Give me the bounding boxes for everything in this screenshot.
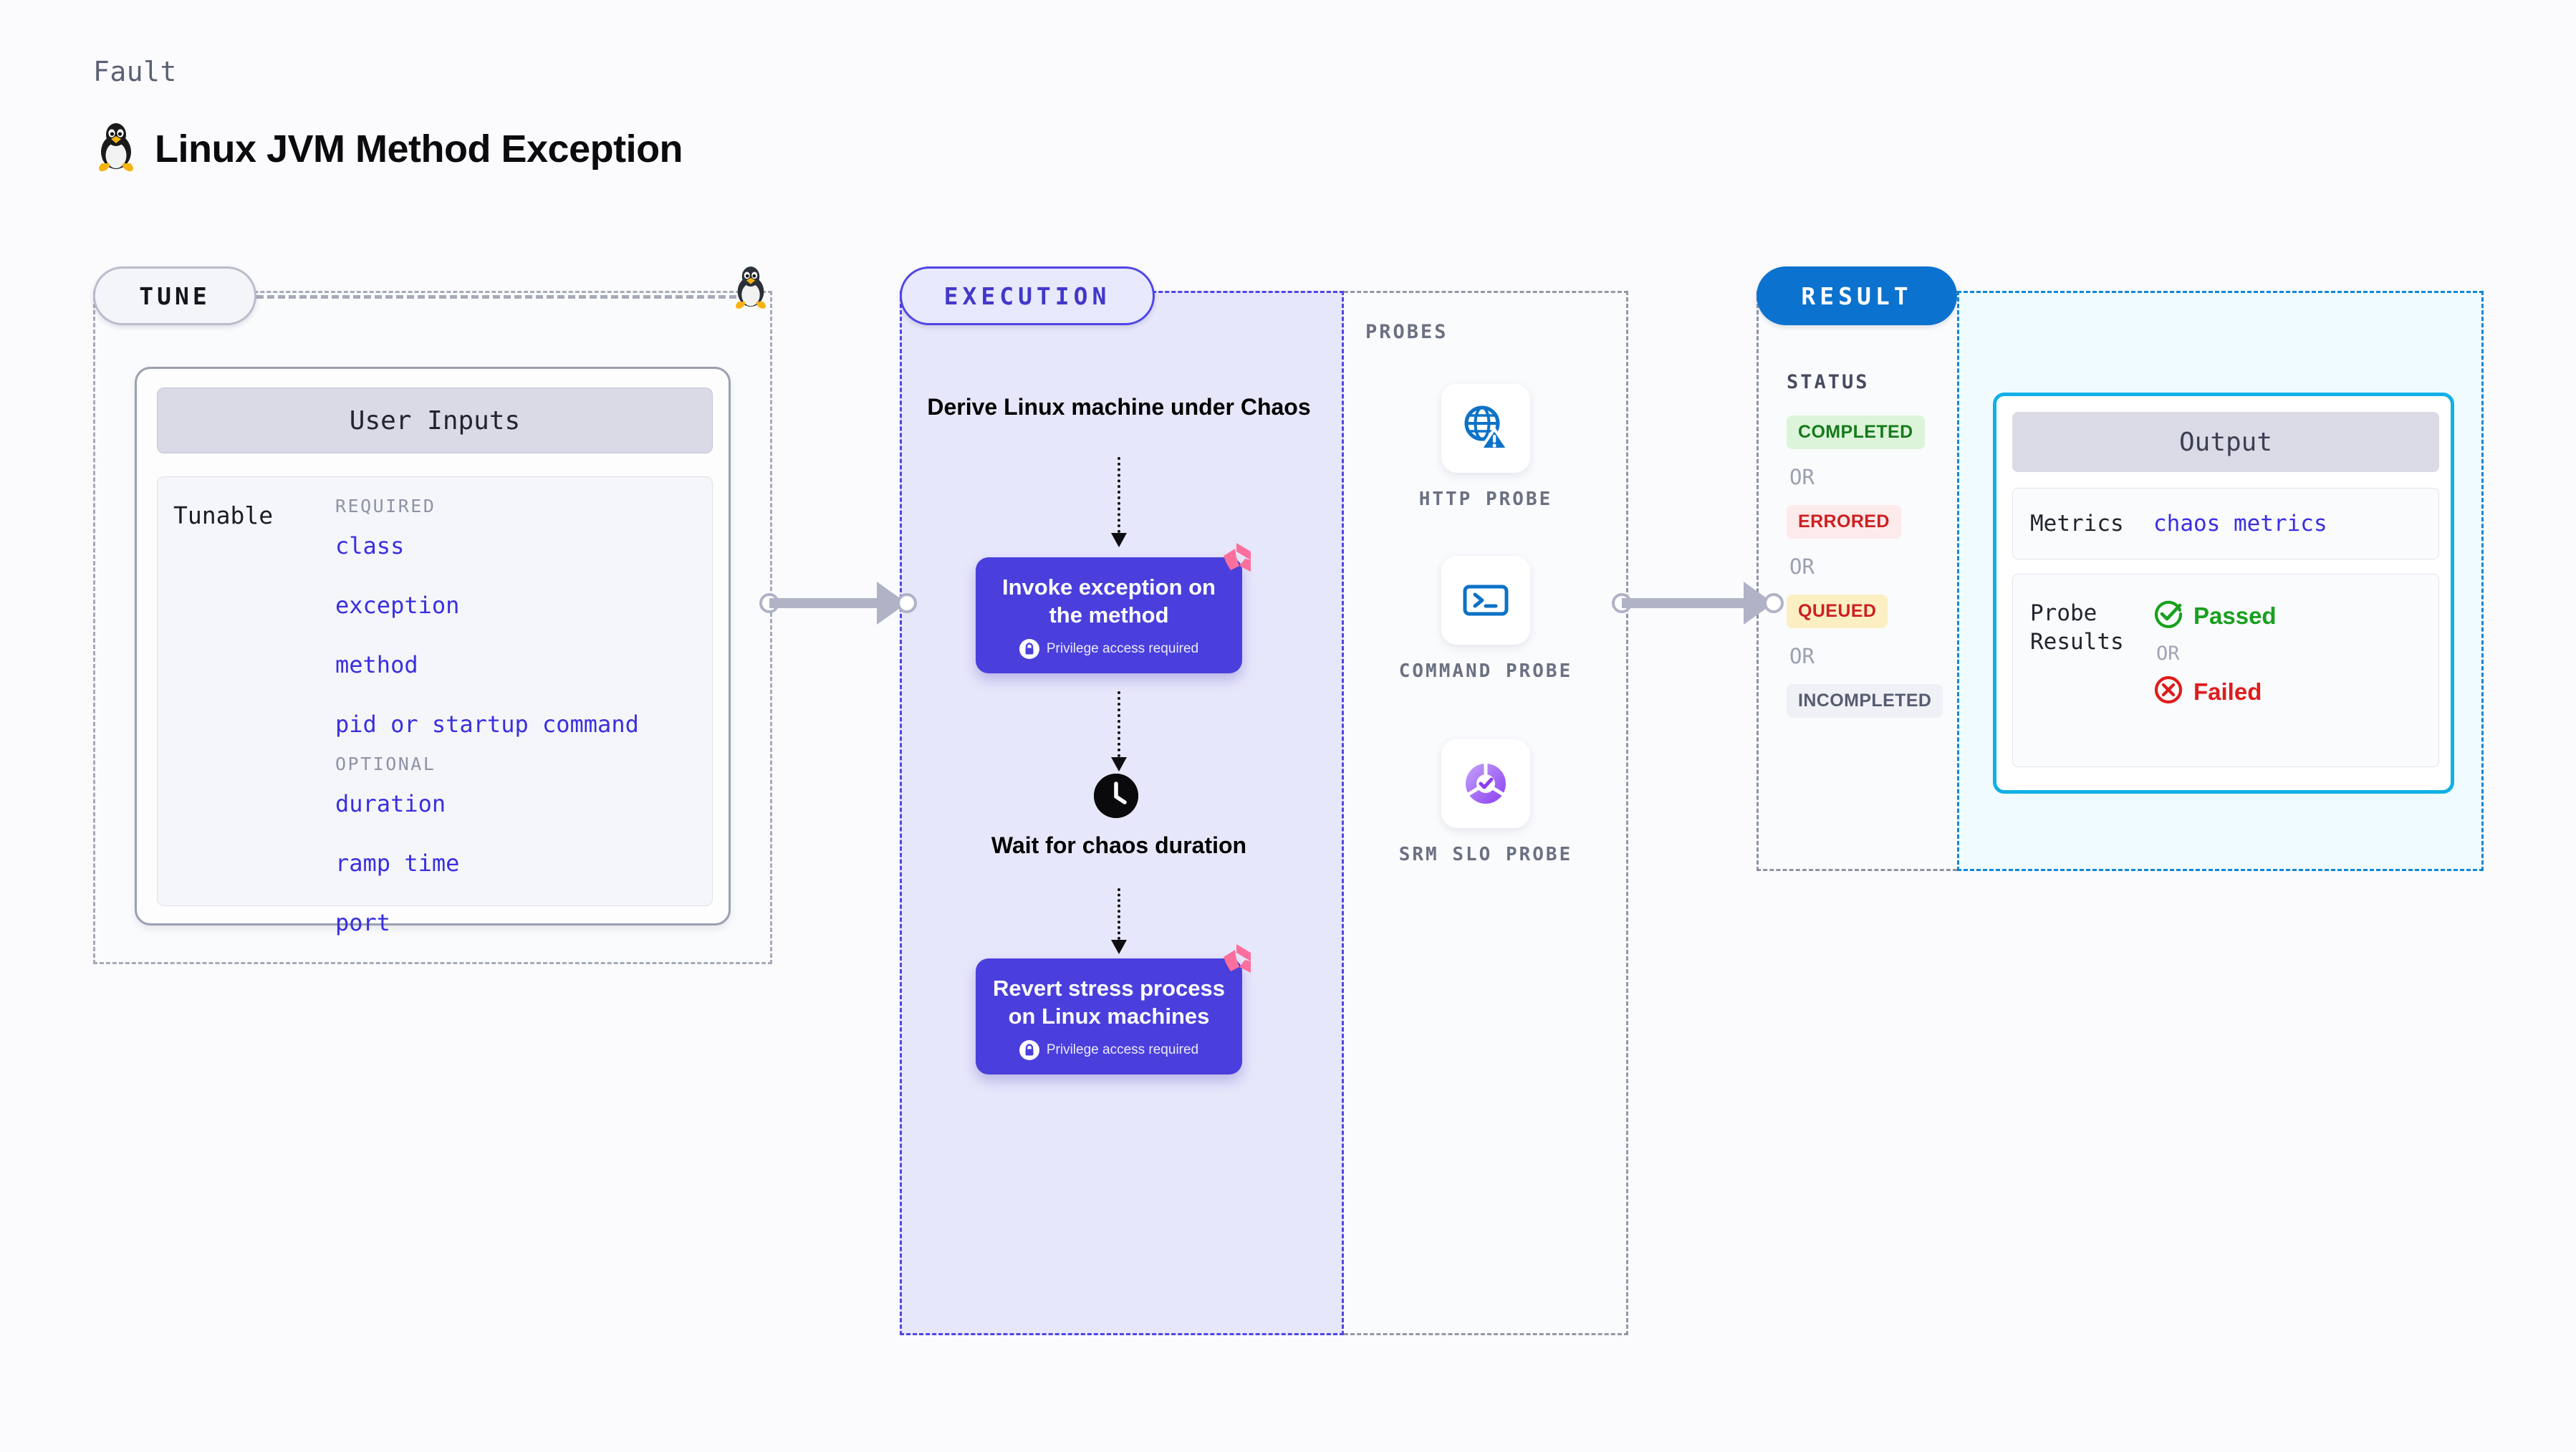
execution-card-invoke-exception[interactable]: Invoke exception on the method Privilege…: [976, 543, 1251, 674]
status-or-1: OR: [1789, 465, 1815, 489]
execution-card-2-title: Revert stress process on Linux machines: [993, 976, 1225, 1029]
status-list: COMPLETED OR ERRORED OR QUEUED OR INCOMP…: [1787, 415, 1951, 718]
probe-label-command: COMMAND PROBE: [1398, 660, 1573, 682]
probe-result-or: OR: [2156, 643, 2180, 665]
output-metrics-value[interactable]: chaos metrics: [2153, 511, 2327, 537]
execution-card-revert-stress[interactable]: Revert stress process on Linux machines …: [976, 944, 1251, 1075]
lock-icon: [1019, 1040, 1039, 1061]
probe-result-passed-label: Passed: [2193, 602, 2277, 629]
status-label: STATUS: [1787, 371, 1870, 393]
probe-label-srm-slo: SRM SLO PROBE: [1398, 844, 1573, 865]
http-globe-warning-icon: [1441, 384, 1530, 473]
execution-card-2-note: Privilege access required: [989, 1040, 1229, 1061]
status-badge-queued: QUEUED: [1787, 595, 1888, 628]
status-or-2: OR: [1789, 554, 1815, 579]
tunable-item-ramp-time[interactable]: ramp time: [335, 850, 460, 877]
probe-item-srm-slo[interactable]: SRM SLO PROBE: [1393, 739, 1579, 867]
execution-card-1-title: Invoke exception on the method: [1001, 574, 1216, 628]
probe-result-failed-label: Failed: [2193, 678, 2262, 705]
litmus-logo-icon: [1215, 539, 1255, 582]
clock-icon: [1094, 774, 1138, 818]
x-circle-icon: [2153, 675, 2183, 708]
probes-section-label: PROBES: [1365, 321, 1448, 343]
execution-step-derive-title: Derive Linux machine under Chaos: [927, 394, 1311, 420]
tune-penguin-connector: [256, 295, 758, 299]
output-probe-results-key: Probe Results: [2030, 600, 2124, 655]
linux-tux-icon: [93, 120, 139, 177]
execution-card-1-note: Privilege access required: [989, 639, 1229, 660]
tunable-label: Tunable: [173, 501, 274, 529]
srm-slo-donut-check-icon: [1441, 739, 1530, 828]
probe-item-command[interactable]: COMMAND PROBE: [1393, 556, 1579, 684]
probe-label-http: HTTP PROBE: [1418, 489, 1553, 510]
result-pill[interactable]: RESULT: [1756, 266, 1957, 325]
check-circle-icon: [2153, 599, 2183, 633]
page-kicker: Fault: [93, 56, 177, 87]
tunable-item-class[interactable]: class: [335, 532, 405, 559]
connector-execution-to-result: [1612, 582, 1784, 625]
tunable-item-port[interactable]: port: [335, 909, 391, 936]
litmus-logo-icon: [1215, 940, 1255, 984]
user-inputs-title: User Inputs: [157, 388, 713, 453]
page-title: Linux JVM Method Exception: [155, 127, 683, 170]
output-metrics-key: Metrics: [2030, 510, 2124, 537]
user-inputs-card: User Inputs Tunable REQUIRED class excep…: [135, 367, 731, 936]
tunable-item-duration[interactable]: duration: [335, 790, 446, 817]
probe-result-passed: Passed: [2153, 599, 2277, 633]
output-probe-results-value: Passed OR Failed: [2153, 599, 2277, 708]
execution-pill[interactable]: EXECUTION: [900, 266, 1155, 325]
tunable-item-exception[interactable]: exception: [335, 592, 460, 619]
execution-card-2-note-text: Privilege access required: [1046, 1042, 1199, 1058]
flow-arrow-2: [1111, 691, 1127, 771]
status-or-3: OR: [1789, 644, 1815, 668]
tune-pill[interactable]: TUNE: [93, 266, 256, 325]
flow-arrow-1: [1111, 457, 1127, 547]
connector-tune-to-execution: [759, 582, 917, 625]
output-row-metrics: Metrics chaos metrics: [2012, 488, 2439, 559]
status-badge-incompleted: INCOMPLETED: [1787, 684, 1943, 718]
tunable-item-method[interactable]: method: [335, 651, 418, 678]
tunable-body: Tunable REQUIRED class exception method …: [157, 476, 713, 936]
execution-step-wait-title: Wait for chaos duration: [991, 832, 1247, 858]
lock-icon: [1019, 639, 1039, 660]
status-badge-errored: ERRORED: [1787, 505, 1901, 539]
execution-card-1-note-text: Privilege access required: [1046, 641, 1199, 657]
tunable-group-optional: OPTIONAL: [335, 754, 436, 774]
output-title: Output: [2012, 412, 2439, 472]
status-badge-completed: COMPLETED: [1787, 415, 1925, 449]
probe-item-http[interactable]: HTTP PROBE: [1393, 384, 1579, 512]
linux-tux-icon: [731, 264, 771, 314]
output-row-probe-results: Probe Results Passed OR: [2012, 574, 2439, 767]
result-panel: [1756, 291, 1957, 871]
tunable-list: REQUIRED class exception method pid or s…: [335, 496, 708, 936]
probe-result-failed: Failed: [2153, 675, 2277, 708]
terminal-command-icon: [1441, 556, 1530, 645]
page-title-row: Linux JVM Method Exception: [93, 120, 683, 177]
flow-arrow-3: [1111, 888, 1127, 954]
tunable-item-pid-or-startup-command[interactable]: pid or startup command: [335, 711, 639, 738]
tunable-group-required: REQUIRED: [335, 496, 436, 516]
output-card: Output Metrics chaos metrics Probe Resul…: [1993, 393, 2454, 794]
